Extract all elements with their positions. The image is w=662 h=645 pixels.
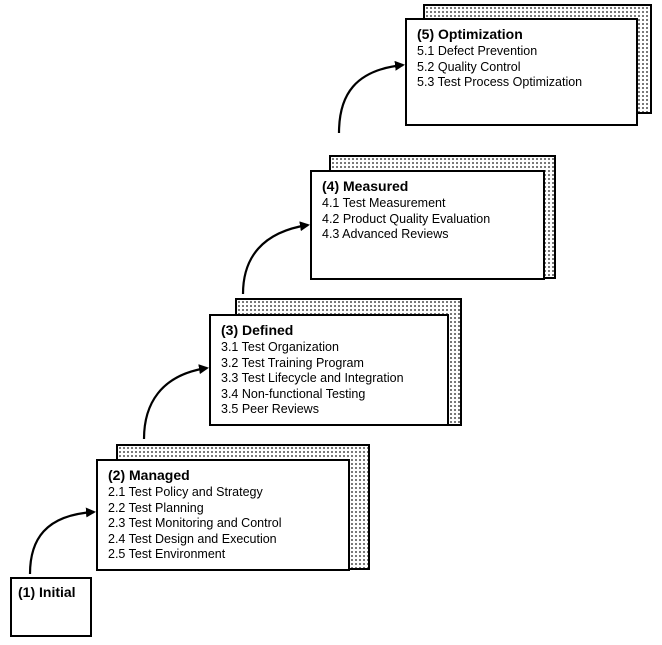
level-3-title: (3) Defined [221,322,294,338]
arrow-level-4-to-5 [337,60,405,134]
level-3-item: 3.2 Test Training Program [221,355,364,370]
level-4-item: 4.3 Advanced Reviews [322,227,449,241]
level-2-title: (2) Managed [108,467,190,483]
level-5-item: 5.2 Quality Control [417,59,521,74]
level-1-title: (1) Initial [18,584,76,600]
arrow-level-1-to-2 [28,507,96,575]
level-1-box: (1) Initial [10,577,92,637]
level-3-item: 3.3 Test Lifecycle and Integration [221,371,404,385]
arrow-level-2-to-3 [142,364,209,440]
level-2-item: 2.4 Test Design and Execution [108,531,277,546]
level-5-item: 5.3 Test Process Optimization [417,75,583,89]
level-3-item: 3.5 Peer Reviews [221,402,319,416]
level-2-item: 2.1 Test Policy and Strategy [108,485,263,499]
level-4-title: (4) Measured [322,178,409,194]
level-2-item: 2.2 Test Planning [108,500,204,515]
level-4-item: 4.1 Test Measurement [322,196,446,210]
level-2-box: (2) Managed 2.1 Test Policy and Strategy… [96,459,350,571]
level-5-box: (5) Optimization 5.1 Defect Prevention 5… [405,18,638,126]
level-2-item: 2.5 Test Environment [108,547,226,561]
level-2-item: 2.3 Test Monitoring and Control [108,516,282,530]
level-4-item: 4.2 Product Quality Evaluation [322,211,491,226]
arrow-level-3-to-4 [241,221,310,295]
level-4-box: (4) Measured 4.1 Test Measurement 4.2 Pr… [310,170,545,280]
level-5-item: 5.1 Defect Prevention [417,44,538,58]
level-3-item: 3.4 Non-functional Testing [221,386,366,401]
level-3-item: 3.1 Test Organization [221,340,339,354]
level-5-title: (5) Optimization [417,26,523,42]
level-3-box: (3) Defined 3.1 Test Organization 3.2 Te… [209,314,449,426]
